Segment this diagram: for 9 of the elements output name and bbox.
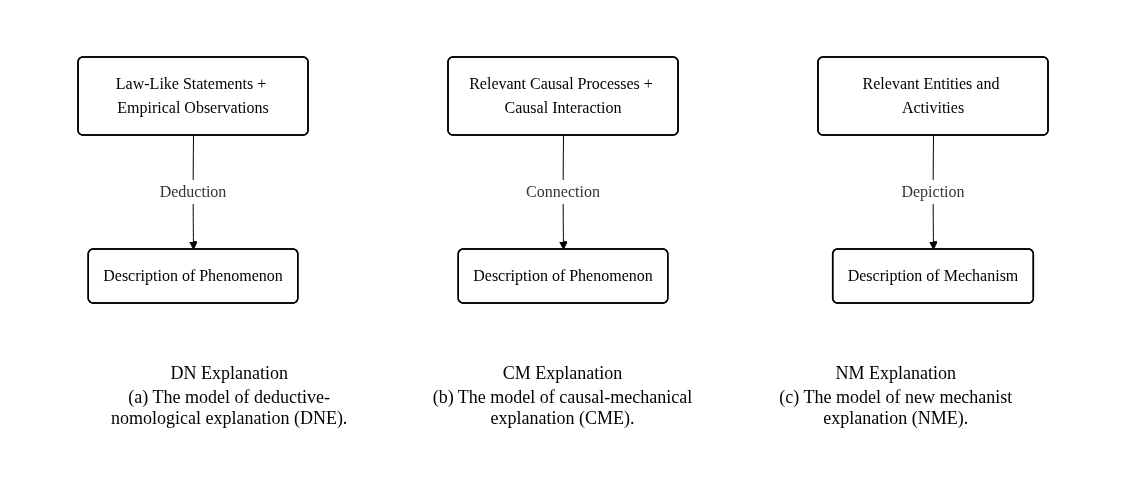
figure-caption: (c) The model of new mechanist explanation (NME). [778,387,1014,429]
edge-label: Connection [525,183,600,200]
figure-caption: (a) The model of deductive-nomological explanation (DNE). [109,387,349,429]
group-label: CM Explanation [501,363,624,384]
edge-label: Deduction [159,183,226,200]
figure-caption: (b) The model of causal-mechanical explanation (CME). [432,387,693,429]
edge-label: Depiction [900,183,965,200]
group-label: NM Explanation [834,363,958,384]
group-label: DN Explanation [169,363,289,384]
